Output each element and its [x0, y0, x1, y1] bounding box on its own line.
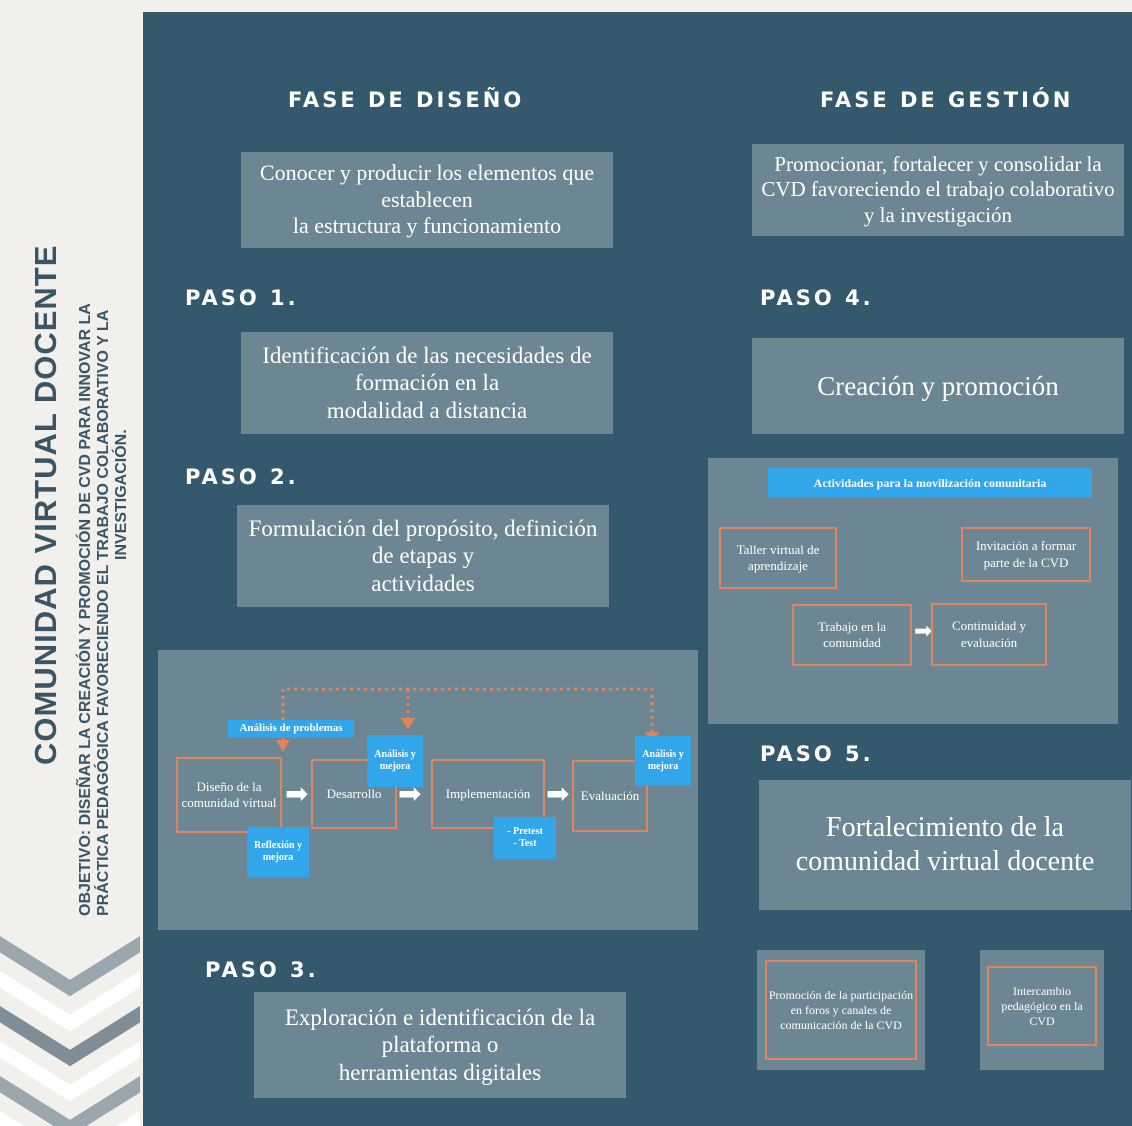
sub-activity-exchange-box: Intercambio pedagógico en la CVD — [987, 966, 1097, 1046]
sub-activity-panel-2 — [980, 950, 1104, 1070]
activities-panel — [708, 458, 1118, 724]
step-4-box: Creación y promoción — [752, 338, 1124, 434]
tests-tag: - Pretest - Test — [494, 817, 556, 859]
improve-tag-1: Análisis y mejora — [367, 735, 423, 787]
step-3-box: Exploración e identificación de la plata… — [254, 992, 626, 1098]
activity-workshop-box: Taller virtual de aprendizaje — [719, 527, 837, 589]
right-arrow-icon: ➡ — [398, 778, 422, 809]
sub-activity-panel-1 — [757, 950, 925, 1070]
sidebar-title: COMUNIDAD VIRTUAL DOCENTE — [28, 244, 63, 765]
right-arrow-icon: ➡ — [546, 778, 570, 809]
sidebar: COMUNIDAD VIRTUAL DOCENTE OBJETIVO: DISE… — [0, 0, 140, 1126]
stage-implementation-box: Implementación — [431, 759, 545, 829]
activity-community-work-box: Trabajo en la comunidad — [792, 604, 912, 666]
activity-continuity-box: Continuidad y evaluación — [931, 603, 1047, 666]
step-5-label: PASO 5. — [760, 742, 874, 766]
objective-line-3: INVESTIGACIÓN. — [113, 429, 130, 560]
reflection-tag: Reflexión y mejora — [247, 827, 309, 877]
objective-line-2: PRÁCTICA PEDAGÓGICA FAVORECIENDO EL TRAB… — [95, 309, 112, 916]
right-arrow-icon: ➡ — [914, 618, 933, 643]
step-2-box: Formulación del propósito, definición de… — [237, 505, 609, 607]
analysis-problems-tag: Análisis de problemas — [228, 720, 354, 738]
stage-evaluation-box: Evaluación — [572, 760, 648, 832]
right-arrow-icon: ➡ — [285, 778, 309, 809]
chevron-pattern-icon — [0, 935, 140, 1126]
management-summary-box: Promocionar, fortalecer y consolidar la … — [752, 144, 1124, 236]
sub-activity-forums-box: Promoción de la participación en foros y… — [765, 960, 917, 1060]
step-5-box: Fortalecimiento de la comunidad virtual … — [759, 780, 1131, 910]
step-1-box: Identificación de las necesidades de for… — [241, 332, 613, 434]
stage-development-box: Desarrollo — [311, 759, 397, 829]
design-phase-heading: FASE DE DISEÑO — [288, 88, 525, 112]
activity-invitation-box: Invitación a formar parte de la CVD — [961, 527, 1091, 582]
objective-line-1: OBJETIVO: DISEÑAR LA CREACIÓN Y PROMOCIÓ… — [77, 303, 94, 916]
activities-title: Actividades para la movilización comunit… — [768, 468, 1092, 498]
improve-tag-2: Análisis y mejora — [635, 736, 691, 786]
management-phase-heading: FASE DE GESTIÓN — [820, 88, 1074, 112]
step-1-label: PASO 1. — [185, 286, 299, 310]
step-4-label: PASO 4. — [760, 286, 874, 310]
stage-design-box: Diseño de la comunidad virtual — [176, 757, 282, 833]
design-summary-box: Conocer y producir los elementos que est… — [241, 152, 613, 248]
step-2-label: PASO 2. — [185, 465, 299, 489]
step-3-label: PASO 3. — [205, 958, 319, 982]
